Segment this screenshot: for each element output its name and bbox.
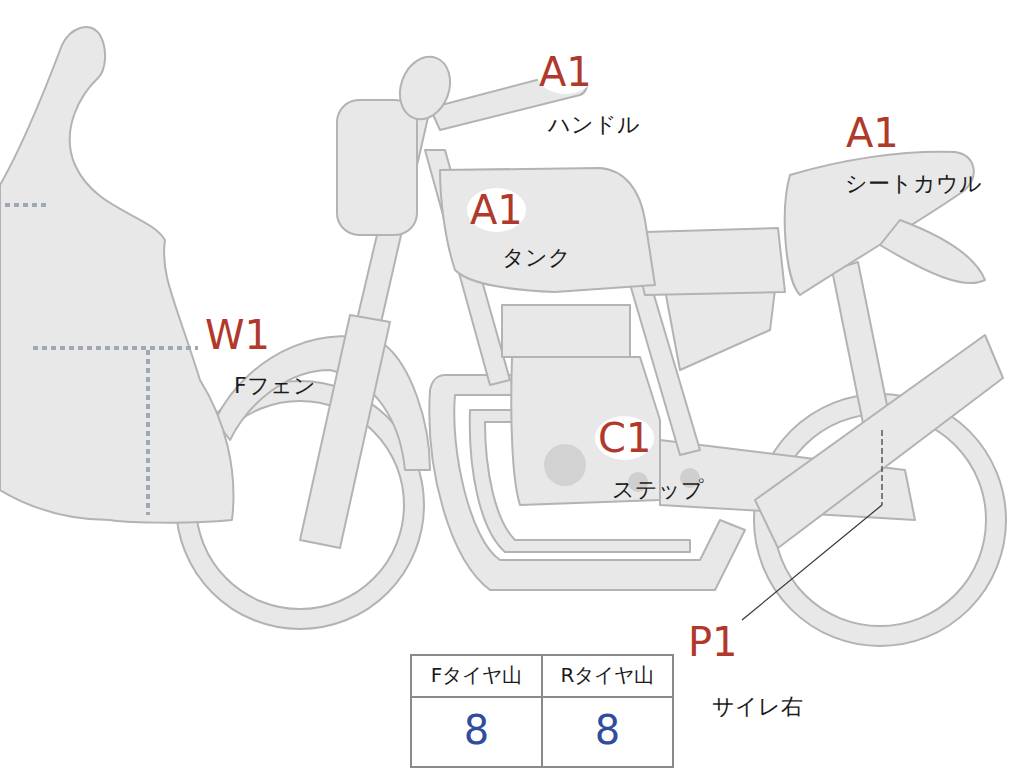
part-name: シートカウル [845,172,982,196]
seat [640,228,785,295]
tank [440,168,655,292]
panel-line [146,350,150,515]
handle-grip [392,50,459,127]
table-rule [541,655,543,767]
side-panel [665,290,775,370]
table-header: Rタイヤ山 [544,664,671,686]
callout-number: A1 [843,111,902,155]
table-header: Fタイヤ山 [413,664,540,686]
fork-lower [300,315,390,548]
table-value: 8 [413,708,540,752]
leader-line [881,430,882,505]
tail [880,220,985,283]
rear-shock [832,262,890,428]
part-name: サイレ右 [712,695,803,719]
callout-number: P1 [685,620,741,664]
part-name: ハンドル [548,113,640,137]
muffler [755,335,1003,548]
engine-cover [544,444,586,486]
part-name: Fフェン [234,374,316,398]
engine-head [502,305,630,357]
callout-number: W1 [202,313,273,357]
panel-line [5,203,48,207]
callout-number: A1 [467,188,526,232]
callout-number: C1 [595,416,654,460]
table-value: 8 [544,708,671,752]
leader-line [742,505,882,620]
panel-line [33,346,198,350]
part-name: タンク [502,246,571,270]
tread-table [411,655,673,767]
front-fairing [0,27,233,523]
part-name: ステップ [612,478,704,502]
headlight [337,100,417,235]
callout-number: A1 [536,50,595,94]
